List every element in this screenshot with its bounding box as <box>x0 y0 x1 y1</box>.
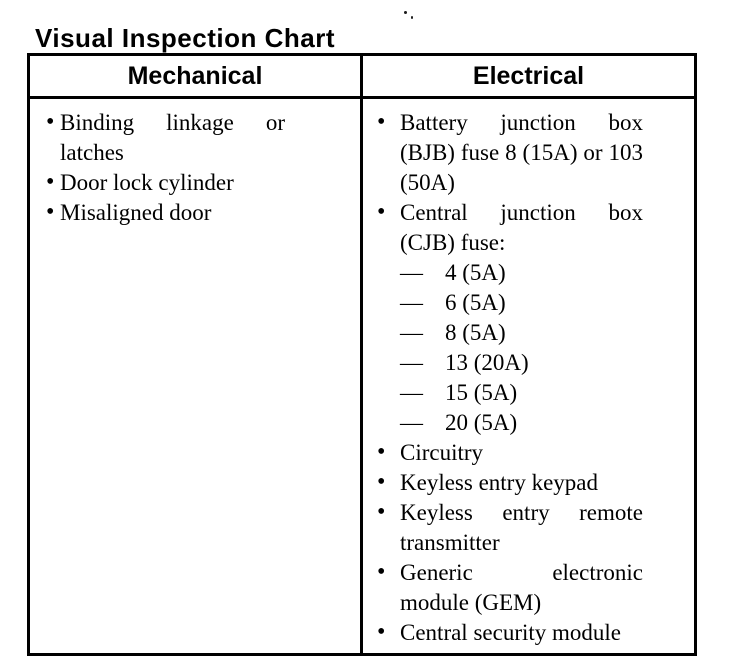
sub-item-text: 6 (5A) <box>445 290 506 315</box>
list-item: • Battery junction box (BJB) fuse 8 (15A… <box>363 108 694 198</box>
bullet-icon: • <box>377 469 386 495</box>
list-item: • Central security module <box>363 618 694 648</box>
sub-item-text: 4 (5A) <box>445 260 506 285</box>
dash-icon: — <box>400 410 425 435</box>
sub-list-item: — 15 (5A) <box>400 378 694 408</box>
sub-item-text: 13 (20A) <box>445 350 529 375</box>
sub-list-item: — 20 (5A) <box>400 408 694 438</box>
list-item-text: Battery junction box (BJB) fuse 8 (15A) … <box>400 110 643 195</box>
list-item: • Circuitry <box>363 438 694 468</box>
electrical-cell: • Battery junction box (BJB) fuse 8 (15A… <box>360 96 697 656</box>
sub-list-item: — 4 (5A) <box>400 258 694 288</box>
electrical-list: • Battery junction box (BJB) fuse 8 (15A… <box>363 108 694 648</box>
bullet-icon: • <box>46 169 55 195</box>
sub-item-text: 20 (5A) <box>445 410 518 435</box>
list-item-text: Door lock cylinder <box>60 170 234 195</box>
list-item: • Misaligned door <box>30 198 360 228</box>
scan-speck <box>404 11 407 14</box>
dash-icon: — <box>400 260 425 285</box>
bullet-icon: • <box>377 619 386 645</box>
bullet-icon: • <box>46 109 55 135</box>
mechanical-list: • Binding linkage or latches • Door lock… <box>30 108 360 228</box>
list-item-text: Misaligned door <box>60 200 212 225</box>
page-title: Visual Inspection Chart <box>35 23 335 54</box>
sub-list-item: — 13 (20A) <box>400 348 694 378</box>
list-item: • Keyless entry keypad <box>363 468 694 498</box>
list-item-text: Central junction box (CJB) fuse: <box>400 200 643 255</box>
list-item-text: Keyless entry keypad <box>400 470 598 495</box>
list-item-text: Keyless entry remote transmitter <box>400 500 643 555</box>
list-item: • Door lock cylinder <box>30 168 360 198</box>
bullet-icon: • <box>377 499 386 525</box>
column-header-mechanical: Mechanical <box>27 53 363 99</box>
bullet-icon: • <box>46 199 55 225</box>
list-item: • Binding linkage or latches <box>30 108 360 168</box>
column-header-electrical: Electrical <box>360 53 697 99</box>
list-item-text: Central security module <box>400 620 621 645</box>
list-item-text: Circuitry <box>400 440 484 465</box>
table-body-row: • Binding linkage or latches • Door lock… <box>27 96 697 656</box>
bullet-icon: • <box>377 559 386 585</box>
dash-icon: — <box>400 380 425 405</box>
list-item-text: Generic electronic module (GEM) <box>400 560 643 615</box>
scan-speck <box>411 16 413 19</box>
list-item: • Keyless entry remote transmitter <box>363 498 694 558</box>
table-header-row: Mechanical Electrical <box>27 53 697 99</box>
list-item: • Generic electronic module (GEM) <box>363 558 694 618</box>
bullet-icon: • <box>377 199 386 225</box>
visual-inspection-table: Mechanical Electrical • Binding linkage … <box>27 53 697 656</box>
fuse-sub-list: — 4 (5A) — 6 (5A) — 8 (5A) — 13 (20A) <box>400 258 694 438</box>
bullet-icon: • <box>377 439 386 465</box>
sub-item-text: 15 (5A) <box>445 380 518 405</box>
dash-icon: — <box>400 350 425 375</box>
sub-list-item: — 6 (5A) <box>400 288 694 318</box>
dash-icon: — <box>400 290 425 315</box>
dash-icon: — <box>400 320 425 345</box>
list-item: • Central junction box (CJB) fuse: — 4 (5… <box>363 198 694 438</box>
sub-list-item: — 8 (5A) <box>400 318 694 348</box>
bullet-icon: • <box>377 109 386 135</box>
list-item-text: Binding linkage or latches <box>60 110 285 165</box>
sub-item-text: 8 (5A) <box>445 320 506 345</box>
mechanical-cell: • Binding linkage or latches • Door lock… <box>27 96 363 656</box>
